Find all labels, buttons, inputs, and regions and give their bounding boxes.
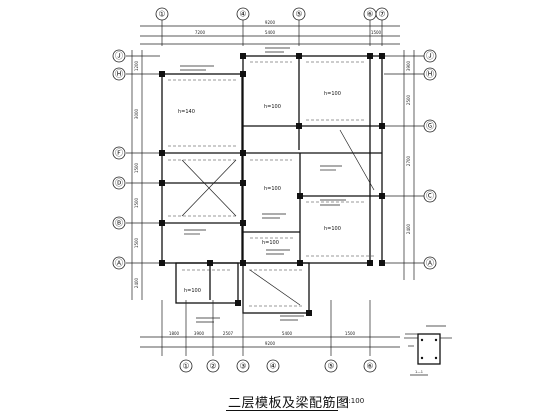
grid-label: Ⓙ [115, 52, 123, 61]
grid-label: Ⓓ [115, 179, 123, 188]
bottom-dimensions: 1800 3900 2507 5400 1500 9200 [140, 300, 400, 356]
slab-thickness-label: h=100 [184, 288, 201, 294]
right-grid-bubbles: Ⓙ Ⓗ Ⓖ Ⓒ Ⓐ [423, 49, 437, 270]
drawing-title: 二层模板及梁配筋图 [228, 396, 350, 411]
dim-right: 3900 [406, 60, 411, 71]
dim-left: 1500 [134, 197, 139, 208]
grid-label: Ⓐ [426, 259, 434, 268]
columns [159, 53, 385, 316]
left-grid-bubbles: Ⓙ Ⓗ Ⓕ Ⓓ Ⓑ Ⓐ [112, 49, 126, 270]
grid-label: Ⓕ [115, 149, 123, 158]
dim-left: 2400 [134, 277, 139, 288]
dim-top-part: 1500 [371, 30, 382, 35]
slab-thickness-label: h=100 [262, 240, 279, 246]
dim-bottom-part: 3900 [194, 331, 205, 336]
dim-bottom-part: 2507 [223, 331, 234, 336]
top-dimensions: 9200 7200 5400 1500 [140, 20, 400, 46]
dim-top-part: 5400 [265, 30, 276, 35]
right-dimensions: 2500 2700 2400 3900 [384, 50, 424, 280]
slab-thickness-label: h=100 [324, 226, 341, 232]
grid-label: Ⓑ [115, 219, 123, 228]
column [159, 71, 165, 77]
beam-outline [161, 55, 383, 314]
dim-bottom-part: 5400 [282, 331, 293, 336]
grid-label: ⑤ [295, 10, 302, 19]
grid-label: Ⓐ [115, 259, 123, 268]
title-underline [226, 410, 338, 411]
drawing-scale: 1:100 [344, 397, 365, 405]
slab-thickness-label: h=100 [264, 186, 281, 192]
grid-label: Ⓙ [426, 52, 434, 61]
grid-label: Ⓒ [426, 192, 434, 201]
section-label: 1—1 [415, 370, 423, 374]
grid-label: ① [158, 10, 165, 19]
grid-label: Ⓖ [426, 122, 434, 131]
slab-thickness-label: h=100 [324, 91, 341, 97]
beam-annotation-marks [180, 47, 346, 323]
top-grid-bubbles: ① ④ ⑤ ⑥ ⑦ [155, 7, 389, 21]
grid-label: ④ [239, 10, 246, 19]
grid-label: ⑦ [378, 10, 385, 19]
dim-bottom-total: 9200 [265, 341, 276, 346]
dim-left: 3000 [134, 108, 139, 119]
grid-label: ④ [269, 362, 276, 371]
grid-label: Ⓗ [115, 70, 123, 79]
bottom-grid-bubbles: ① ② ③ ④ ⑤ ⑥ [179, 359, 377, 373]
dim-left: 1500 [134, 162, 139, 173]
dim-bottom-part: 1500 [345, 331, 356, 336]
slab-thickness-label: h=100 [264, 104, 281, 110]
dim-right: 2500 [406, 94, 411, 105]
dim-left: 1500 [134, 237, 139, 248]
grid-label: ⑥ [366, 362, 373, 371]
grid-label: Ⓗ [426, 70, 434, 79]
slab-diagonals [181, 129, 375, 306]
grid-label: ② [209, 362, 216, 371]
dim-bottom-part: 1800 [169, 331, 180, 336]
dim-top-part: 7200 [195, 30, 206, 35]
grid-label: ⑥ [366, 10, 373, 19]
left-dimensions: 1200 3000 1500 1500 1500 2400 [126, 50, 160, 300]
dim-left: 1200 [134, 60, 139, 71]
dashed-beams [168, 61, 376, 307]
slab-thickness-label: h=140 [178, 109, 195, 115]
dim-right: 2400 [406, 223, 411, 234]
grid-label: ③ [239, 362, 246, 371]
grid-label: ① [182, 362, 189, 371]
dim-top-total: 9200 [265, 20, 276, 25]
section-detail: 1—1 [404, 325, 452, 376]
grid-label: ⑤ [327, 362, 334, 371]
slab-labels: h=140 h=100 h=100 h=100 h=100 h=100 h=10… [178, 91, 341, 294]
dim-right: 2700 [406, 155, 411, 166]
